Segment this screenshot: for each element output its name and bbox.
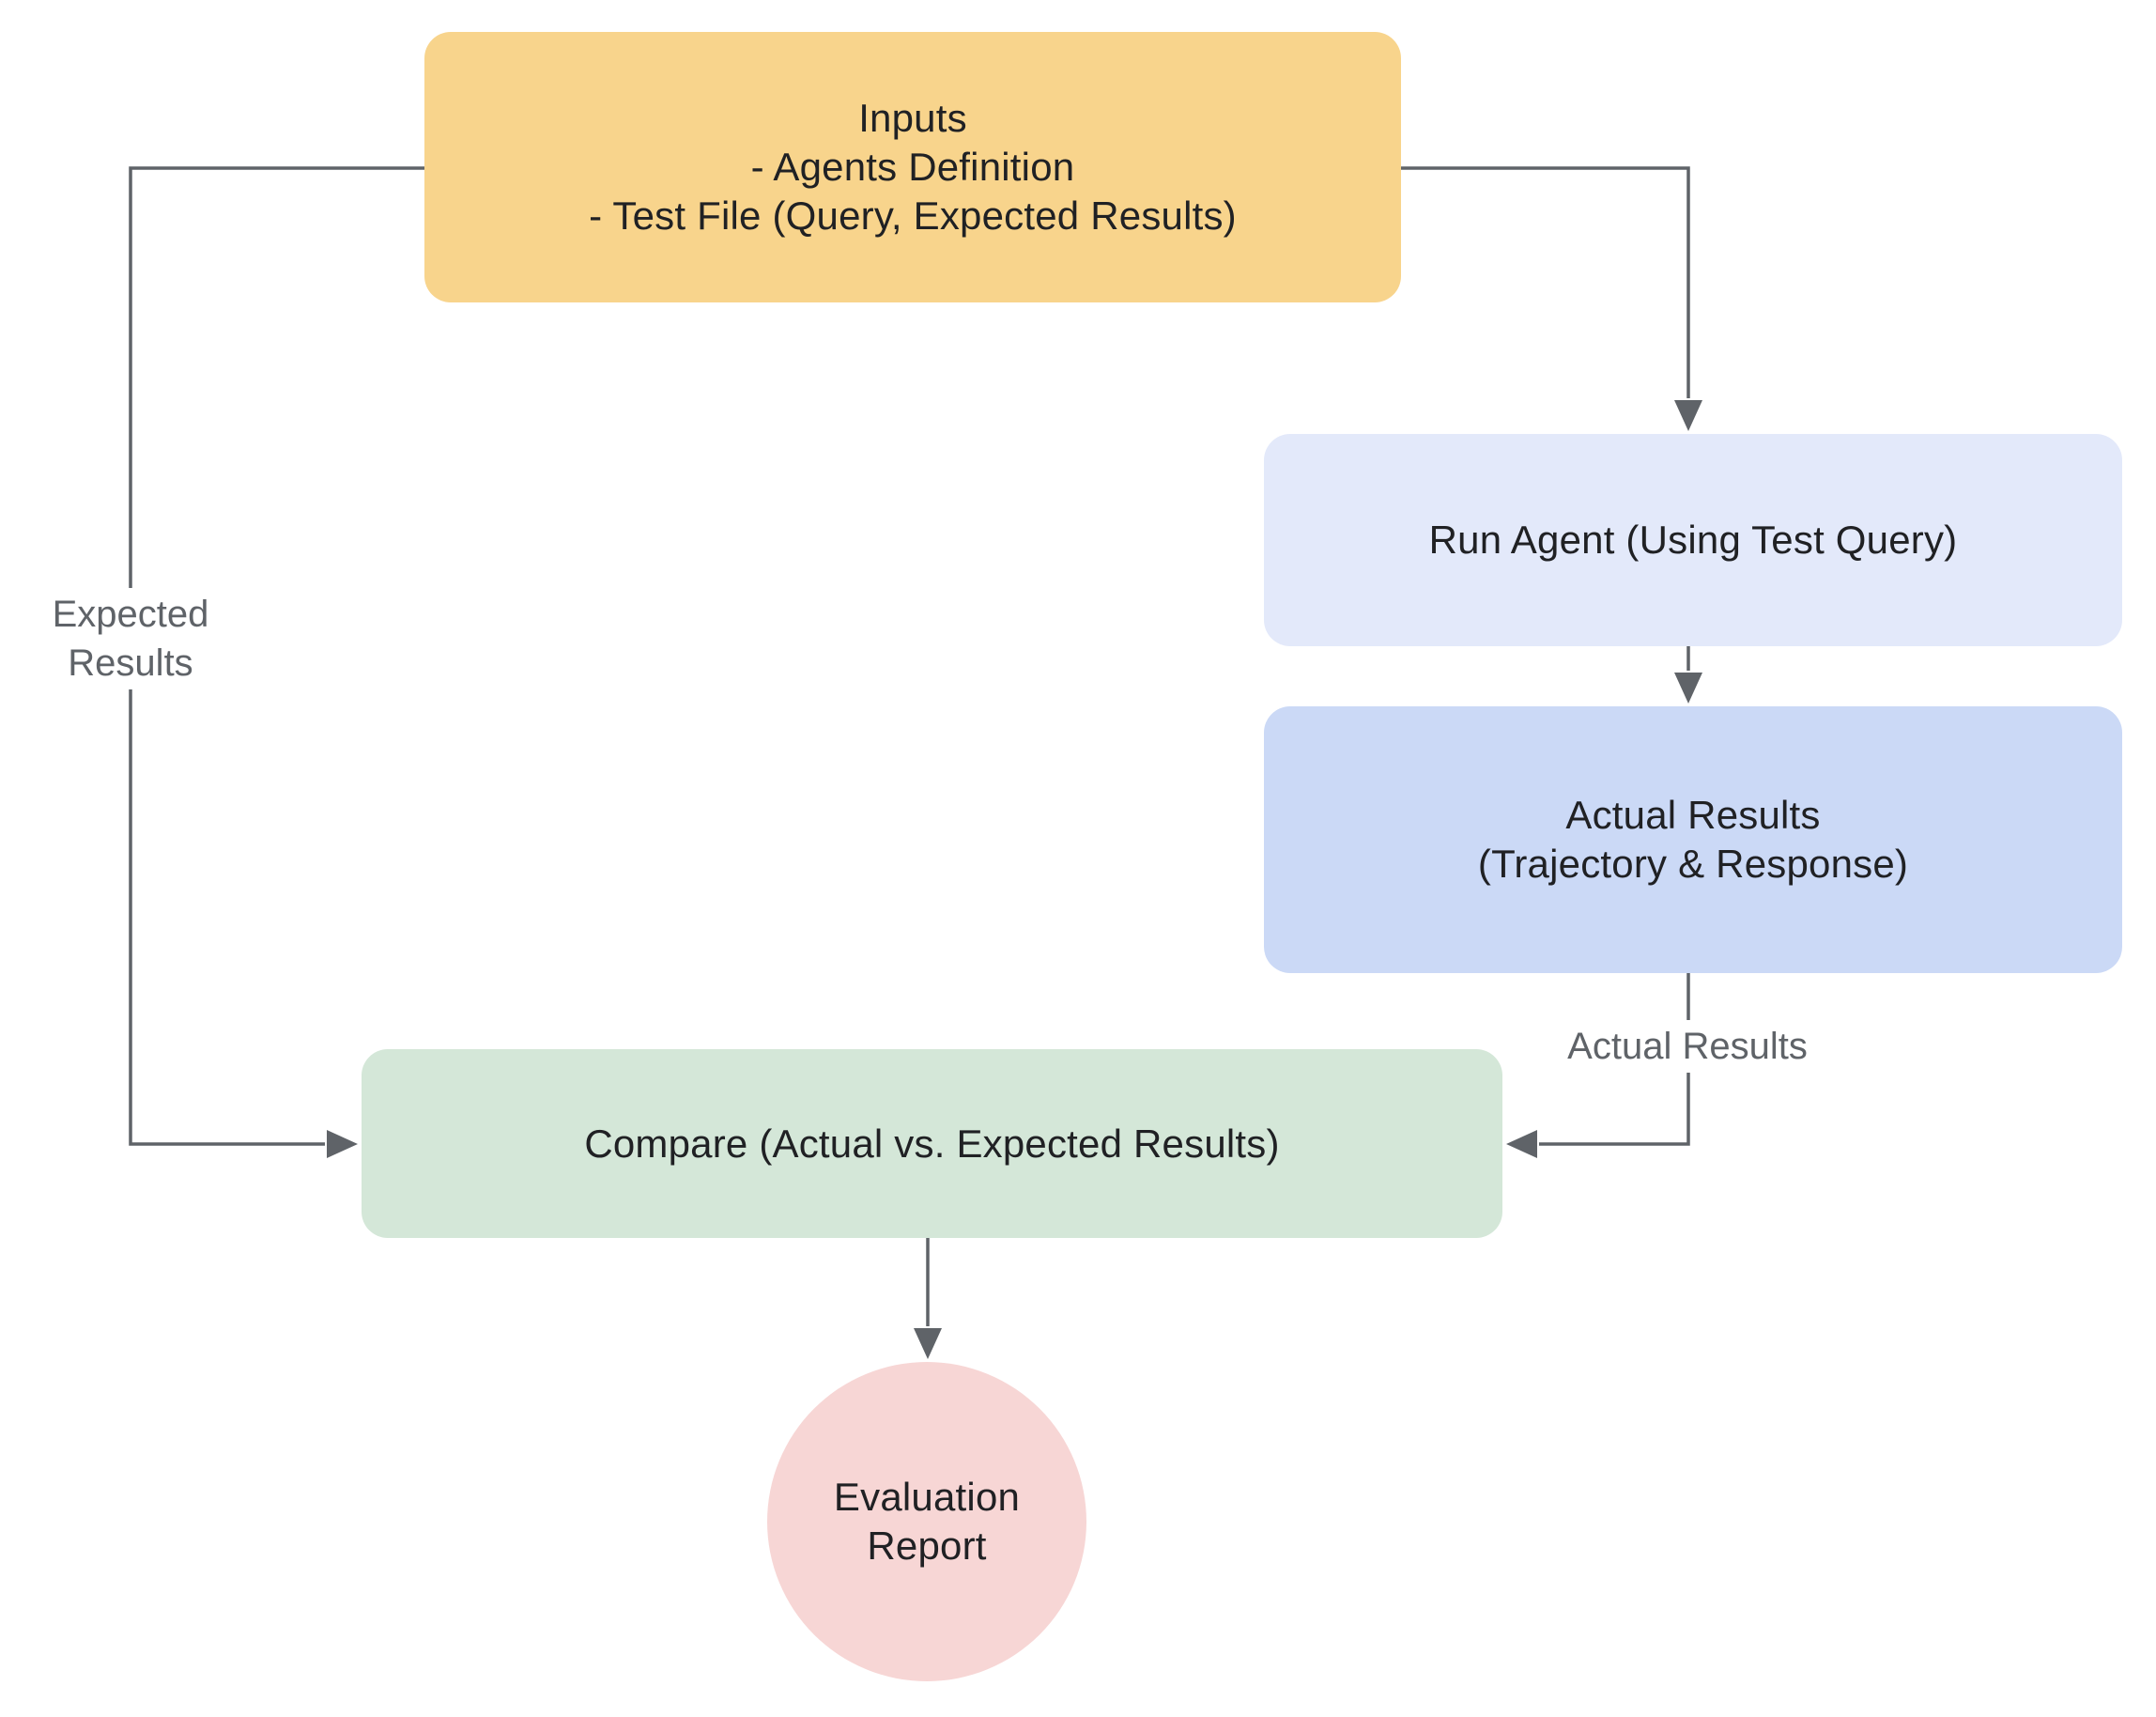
edge-inputs-to-run-agent [1401,166,1690,398]
arrowhead-into-compare-left [327,1130,358,1158]
actual-results-node: Actual Results (Trajectory & Response) [1264,706,2122,973]
actual-results-node-line1: Actual Results [1565,793,1821,837]
actual-results-node-line2: (Trajectory & Response) [1477,842,1909,886]
run-agent-node-label: Run Agent (Using Test Query) [1428,518,1958,562]
inputs-node-line1: Inputs [858,96,967,140]
arrowhead-into-actual-results [1674,673,1702,704]
compare-node-label: Compare (Actual vs. Expected Results) [584,1121,1280,1166]
compare-node: Compare (Actual vs. Expected Results) [362,1049,1502,1238]
evaluation-report-line2: Report [867,1524,987,1568]
actual-results-edge-label: Actual Results [1532,1020,1842,1073]
expected-results-edge-label-line2: Results [68,642,193,684]
arrowhead-into-run-agent [1674,400,1702,431]
inputs-node-line3: - Test File (Query, Expected Results) [589,193,1237,238]
evaluation-report-line1: Evaluation [833,1475,1021,1519]
evaluation-report-node: Evaluation Report [767,1362,1086,1681]
inputs-node: Inputs - Agents Definition - Test File (… [424,32,1401,302]
expected-results-edge-label: Expected Results [23,588,239,689]
run-agent-node: Run Agent (Using Test Query) [1264,434,2122,646]
arrowhead-into-compare-right [1506,1130,1537,1158]
arrowhead-into-evaluation-report [914,1328,942,1359]
expected-results-edge-label-line1: Expected [52,594,209,635]
inputs-node-line2: - Agents Definition [750,145,1075,189]
